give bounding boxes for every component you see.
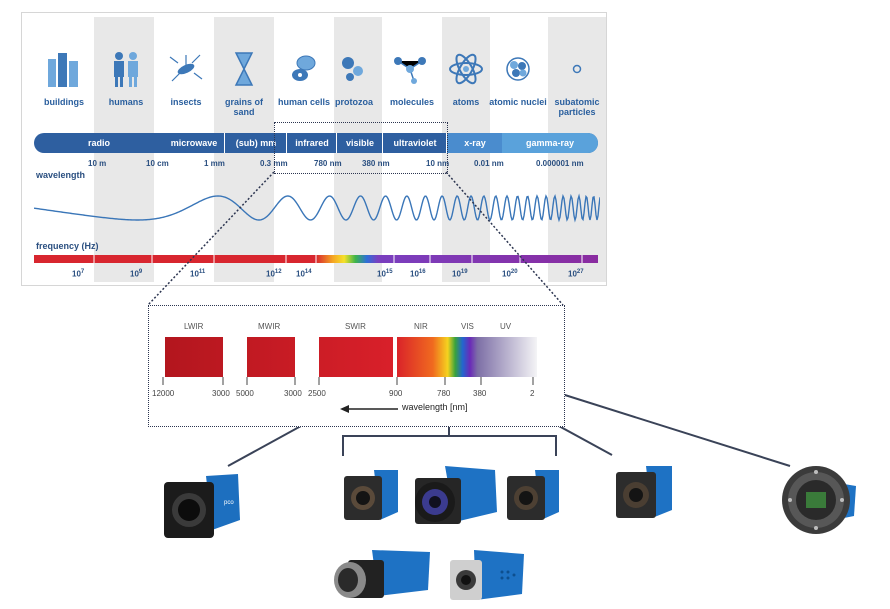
band-gamma: gamma-ray — [502, 133, 598, 153]
wavelength-value: 10 nm — [426, 159, 450, 168]
left-arrow-icon — [340, 405, 398, 413]
frequency-label: frequency (Hz) — [36, 241, 99, 251]
object-label: human cells — [277, 97, 331, 107]
zoom-tick-label: 380 — [473, 389, 487, 398]
zoom-tick-label: 2500 — [308, 389, 326, 398]
wavelength-value: 780 nm — [314, 159, 342, 168]
object-label: insects — [170, 97, 202, 107]
object-label: grains of sand — [224, 97, 263, 117]
wavelength-value: 0.01 nm — [474, 159, 504, 168]
em-spectrum-panel: buildings humans insects grains of sand … — [21, 12, 607, 286]
zoom-tick-label: 3000 — [284, 389, 302, 398]
zoom-tick-label: 5000 — [236, 389, 254, 398]
hourglass-icon — [234, 52, 254, 86]
vis-camera-image — [507, 470, 559, 520]
zoom-axis-ticks — [162, 377, 534, 385]
band-ultraviolet: ultraviolet — [382, 133, 447, 153]
frequency-value: 1020 — [502, 269, 518, 279]
band-radio: radio — [87, 138, 110, 148]
humans-icon — [114, 52, 138, 87]
atom-icon — [449, 53, 483, 85]
xray-camera-image — [782, 466, 856, 534]
wave-line — [34, 193, 600, 223]
object-label: atomic nuclei — [489, 97, 547, 107]
band-infrared: infrared — [286, 133, 337, 153]
frequency-value: 1016 — [410, 269, 426, 279]
protozoa-icon — [342, 57, 363, 81]
object-label: protozoa — [335, 97, 373, 107]
zoom-band-label: UV — [500, 322, 512, 331]
zoom-band-label: SWIR — [345, 322, 366, 331]
zoom-band-label: LWIR — [184, 322, 204, 331]
object-label: molecules — [389, 97, 435, 107]
frequency-value: 109 — [130, 269, 143, 279]
wavelength-value: 0.3 mm — [260, 159, 288, 168]
zoom-tick-label: 12000 — [152, 389, 175, 398]
cells-icon — [292, 55, 316, 81]
zoom-source-box — [274, 122, 448, 174]
zoom-tick-label: 780 — [437, 389, 451, 398]
molecule-icon — [394, 57, 426, 84]
band-submm: (sub) mm — [224, 133, 287, 153]
band-microwave: microwave — [170, 138, 218, 148]
frequency-value: 1014 — [296, 269, 312, 279]
band-xray: x-ray — [446, 133, 503, 153]
vis-camera-image — [415, 466, 497, 524]
zoom-spectrum-bar — [165, 337, 537, 377]
particle-icon — [572, 64, 582, 74]
zoom-band-label: MWIR — [258, 322, 281, 331]
frequency-value: 1011 — [190, 269, 206, 279]
frequency-value: 1019 — [452, 269, 468, 279]
wavelength-value: 1 mm — [204, 159, 225, 168]
zoom-tick-label: 2 — [530, 389, 535, 398]
insect-icon — [169, 54, 203, 82]
swir-camera-image: pco — [164, 474, 240, 538]
frequency-value: 1015 — [377, 269, 393, 279]
wavelength-label: wavelength — [36, 170, 86, 180]
object-label: atoms — [452, 97, 480, 107]
wavelength-value: 0.000001 nm — [536, 159, 584, 168]
object-label: humans — [108, 97, 144, 107]
wavelength-axis-label: wavelength [nm] — [402, 402, 468, 412]
frequency-value: 1027 — [568, 269, 584, 279]
zoom-tick-label: 3000 — [212, 389, 230, 398]
object-label: subatomic particles — [554, 97, 600, 117]
nucleus-icon — [506, 57, 530, 81]
wavelength-value: 10 m — [88, 159, 107, 168]
wavelength-value: 380 nm — [362, 159, 390, 168]
object-label: buildings — [44, 97, 84, 107]
zoom-tick-label: 900 — [389, 389, 403, 398]
vis-camera-image — [450, 550, 524, 600]
buildings-icon — [48, 53, 78, 87]
band-visible: visible — [336, 133, 383, 153]
vis-camera-image — [334, 550, 430, 598]
zoom-band-label: VIS — [461, 322, 474, 331]
frequency-value: 1012 — [266, 269, 282, 279]
frequency-bar — [34, 255, 598, 263]
wavelength-value: 10 cm — [146, 159, 169, 168]
band-bar: radio microwave (sub) mm infrared visibl… — [34, 133, 598, 153]
vis-camera-image — [344, 470, 398, 520]
zoom-band-label: NIR — [414, 322, 428, 331]
frequency-value: 107 — [72, 269, 85, 279]
brand-logo: pco — [224, 500, 234, 506]
uv-camera-image — [616, 466, 672, 518]
